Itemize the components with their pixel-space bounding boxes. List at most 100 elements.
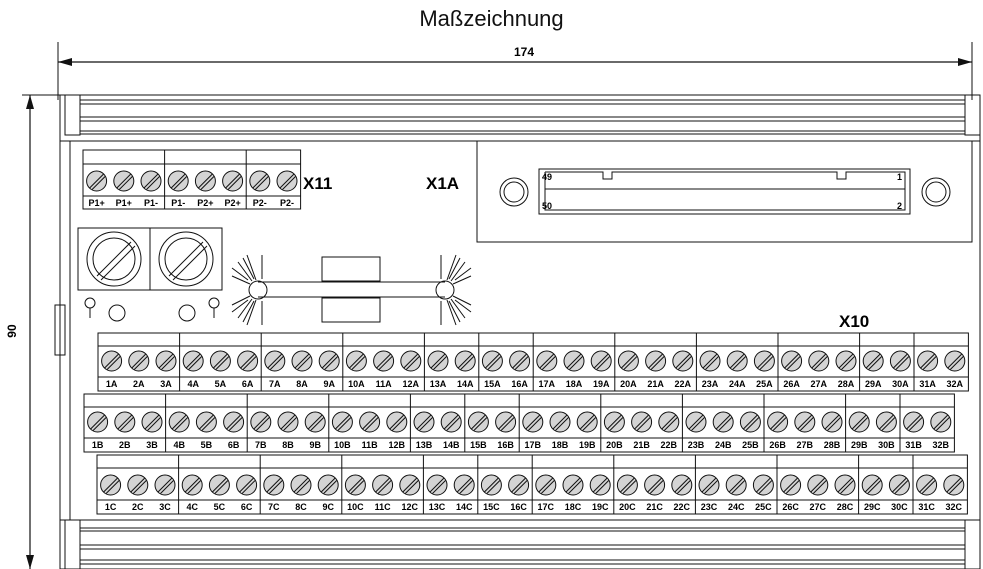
screw-terminal <box>467 411 489 433</box>
screw-terminal <box>113 170 135 192</box>
terminal-label: 30A <box>892 379 909 389</box>
x11-label: X11 <box>303 174 332 193</box>
terminal-label: 31A <box>919 379 936 389</box>
terminal-label: 4B <box>173 440 185 450</box>
terminal-label: 20B <box>606 440 623 450</box>
screw-terminal <box>168 411 190 433</box>
screw-terminal <box>194 170 216 192</box>
terminal-label: 13A <box>430 379 447 389</box>
screw-terminal <box>698 474 720 496</box>
terminal-label: 13B <box>416 440 433 450</box>
pin-49-label: 49 <box>542 172 552 182</box>
screw-terminal <box>290 474 312 496</box>
terminal-label: 24A <box>729 379 746 389</box>
screw-terminal <box>645 350 667 372</box>
terminal-label: 1A <box>106 379 118 389</box>
screw-terminal <box>141 411 163 433</box>
terminal-label: 11B <box>362 440 379 450</box>
terminal-label: 26A <box>783 379 800 389</box>
screw-terminal <box>413 411 435 433</box>
screw-terminal <box>345 350 367 372</box>
screw-terminal <box>264 350 286 372</box>
terminal-label: 2B <box>119 440 131 450</box>
screw-terminal <box>223 411 245 433</box>
screw-terminal <box>658 411 680 433</box>
screw-terminal <box>685 411 707 433</box>
screw-terminal <box>590 350 612 372</box>
screw-terminal <box>767 411 789 433</box>
terminal-label: 31B <box>905 440 922 450</box>
screw-terminal <box>576 411 598 433</box>
screw-terminal <box>821 411 843 433</box>
terminal-label: 23A <box>702 379 719 389</box>
terminal-label: 18B <box>552 440 569 450</box>
screw-terminal <box>739 411 761 433</box>
screw-terminal <box>535 474 557 496</box>
terminal-label: 18A <box>566 379 583 389</box>
terminal-label: 12A <box>403 379 420 389</box>
terminal-label: 19B <box>579 440 596 450</box>
terminal-label: 13C <box>429 502 446 512</box>
screw-terminal <box>167 170 189 192</box>
screw-terminal <box>208 474 230 496</box>
terminal-label: 28B <box>824 440 841 450</box>
terminal-label: 15B <box>470 440 487 450</box>
terminal-label: 32C <box>946 502 963 512</box>
terminal-label: 4C <box>186 502 198 512</box>
screw-terminal <box>861 474 883 496</box>
screw-terminal <box>154 474 176 496</box>
screw-terminal <box>318 350 340 372</box>
screw-terminal <box>509 350 531 372</box>
width-dimension <box>57 42 973 100</box>
terminal-label: 3B <box>146 440 158 450</box>
mounting-screw-left <box>499 177 529 207</box>
terminal-label: 8C <box>295 502 307 512</box>
screw-terminal <box>400 350 422 372</box>
screw-terminal <box>930 411 952 433</box>
screw-terminal <box>699 350 721 372</box>
screw-terminal <box>616 474 638 496</box>
screw-terminal <box>100 474 122 496</box>
screw-terminal <box>373 350 395 372</box>
terminal-label: 30B <box>878 440 895 450</box>
screw-terminal <box>427 350 449 372</box>
x11-terminal-block: P1+P1+P1-P1-P2+P2+P2-P2- <box>82 149 302 210</box>
screw-terminal <box>848 411 870 433</box>
terminal-label: 29C <box>864 502 881 512</box>
terminal-label: 14C <box>456 502 473 512</box>
terminal-label: 7A <box>269 379 281 389</box>
terminal-label: 5C <box>214 502 226 512</box>
terminal-label: P2+ <box>224 198 240 208</box>
terminal-label: 11A <box>376 379 393 389</box>
terminal-label: 31C <box>918 502 935 512</box>
screw-terminal <box>480 474 502 496</box>
terminal-label: 22B <box>661 440 678 450</box>
screw-terminal <box>794 411 816 433</box>
screw-terminal <box>889 350 911 372</box>
terminal-label: 17B <box>525 440 542 450</box>
screw-terminal <box>440 411 462 433</box>
terminal-label: 1B <box>92 440 104 450</box>
screw-terminal <box>236 474 258 496</box>
screw-terminal <box>344 474 366 496</box>
screw-terminal <box>195 411 217 433</box>
screw-terminal <box>781 350 803 372</box>
terminal-label: 6B <box>228 440 240 450</box>
screw-terminal <box>114 411 136 433</box>
screw-terminal <box>263 474 285 496</box>
screw-terminal <box>222 170 244 192</box>
terminal-label: 27C <box>810 502 827 512</box>
status-leds <box>84 297 220 322</box>
terminal-label: 25A <box>756 379 773 389</box>
screw-terminal <box>426 474 448 496</box>
terminal-label: 15A <box>484 379 501 389</box>
screw-terminal <box>835 350 857 372</box>
pin-2-label: 2 <box>897 201 902 211</box>
screw-terminal <box>808 350 830 372</box>
terminal-label: 5A <box>215 379 227 389</box>
terminal-label: 15C <box>483 502 500 512</box>
pin-50-label: 50 <box>542 201 552 211</box>
screw-terminal <box>917 350 939 372</box>
screw-terminal <box>617 350 639 372</box>
terminal-label: 24B <box>715 440 732 450</box>
